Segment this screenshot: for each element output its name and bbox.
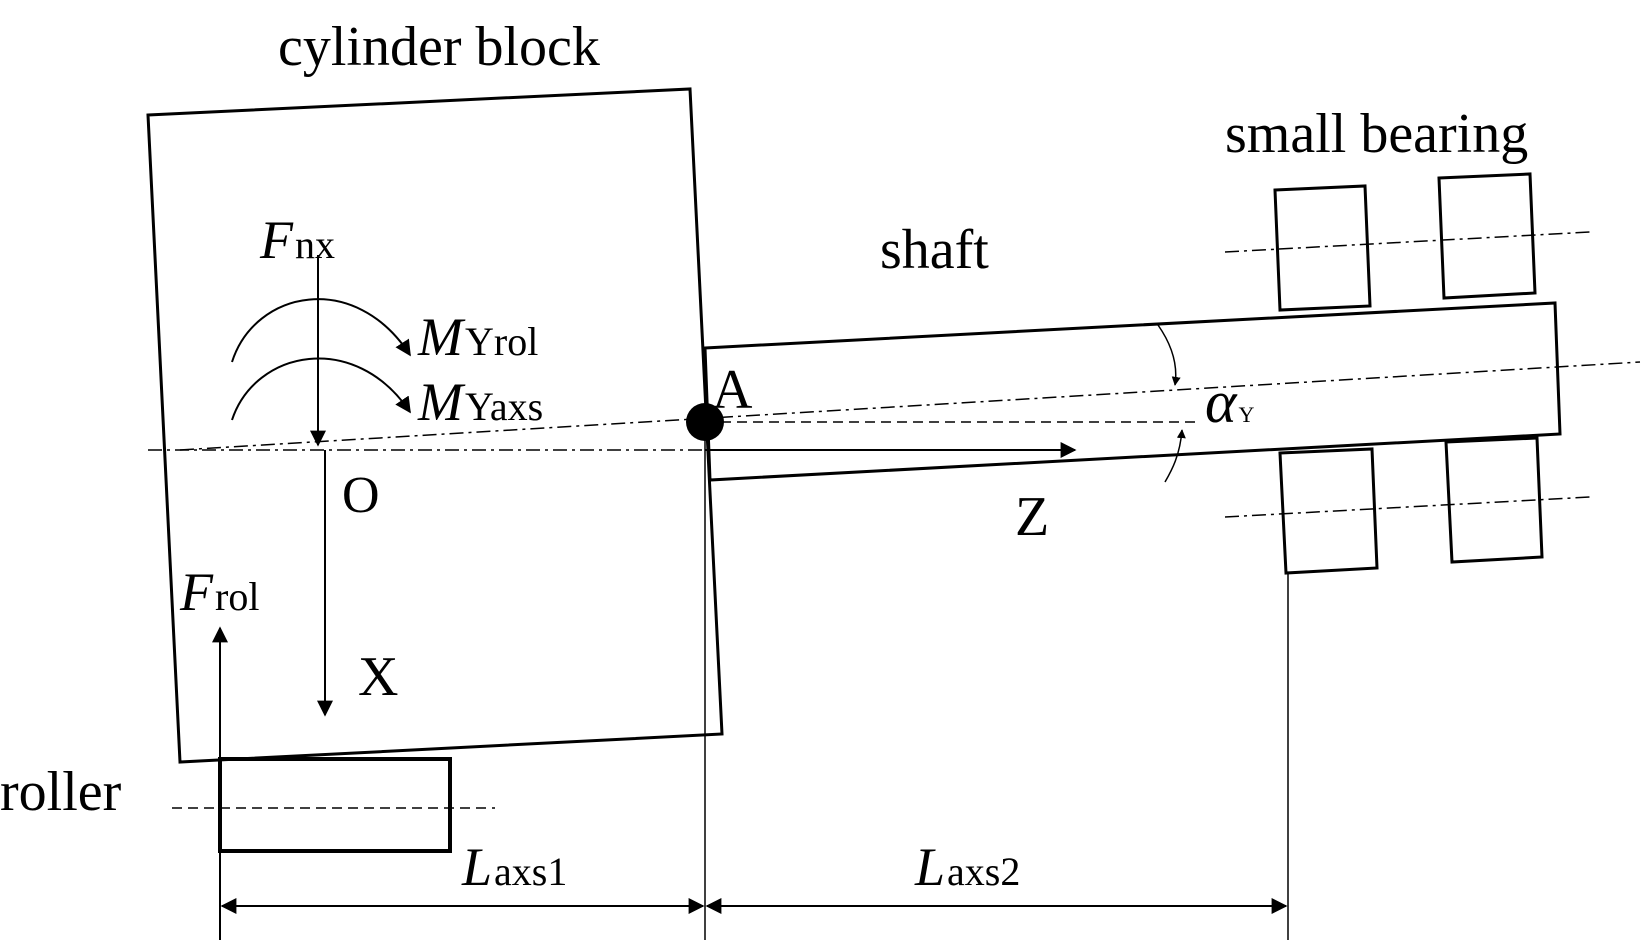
point-a-dot (686, 403, 724, 441)
bearing-top-left (1273, 184, 1372, 312)
moment-arc-yaxs (231, 357, 411, 421)
x-axis-label: X (358, 646, 398, 708)
origin-o-label: O (342, 467, 380, 524)
roller-label: roller (0, 761, 122, 823)
fnx-label: Fnx (259, 210, 335, 270)
frol-label: Frol (179, 562, 259, 622)
shaft-outline (703, 301, 1562, 482)
alpha-arc-top (1157, 324, 1181, 386)
point-a-label: A (712, 359, 753, 421)
m-yrol-label: MYrol (417, 307, 538, 367)
laxs1-label: Laxs1 (461, 837, 567, 897)
m-yaxs-label: MYaxs (417, 372, 543, 432)
bearing-bottom-right (1444, 436, 1544, 564)
shaft-label: shaft (880, 219, 989, 281)
laxs2-label: Laxs2 (914, 837, 1020, 897)
cylinder-block-outline (146, 87, 724, 764)
shaft-centerline (179, 361, 1641, 451)
alpha-y-label: αY (1205, 369, 1255, 435)
bearing-centerline-top (1224, 231, 1591, 253)
bearing-bottom-left (1278, 447, 1379, 575)
bearing-centerline-bottom (1224, 496, 1591, 518)
moment-arc-yrol (231, 298, 411, 363)
cylinder-block-label: cylinder block (278, 16, 600, 78)
roller-outline (218, 757, 452, 853)
small-bearing-label: small bearing (1225, 103, 1528, 165)
alpha-arc-bottom (1164, 429, 1186, 483)
bearing-top-right (1437, 172, 1537, 300)
z-axis-label: Z (1015, 486, 1049, 548)
